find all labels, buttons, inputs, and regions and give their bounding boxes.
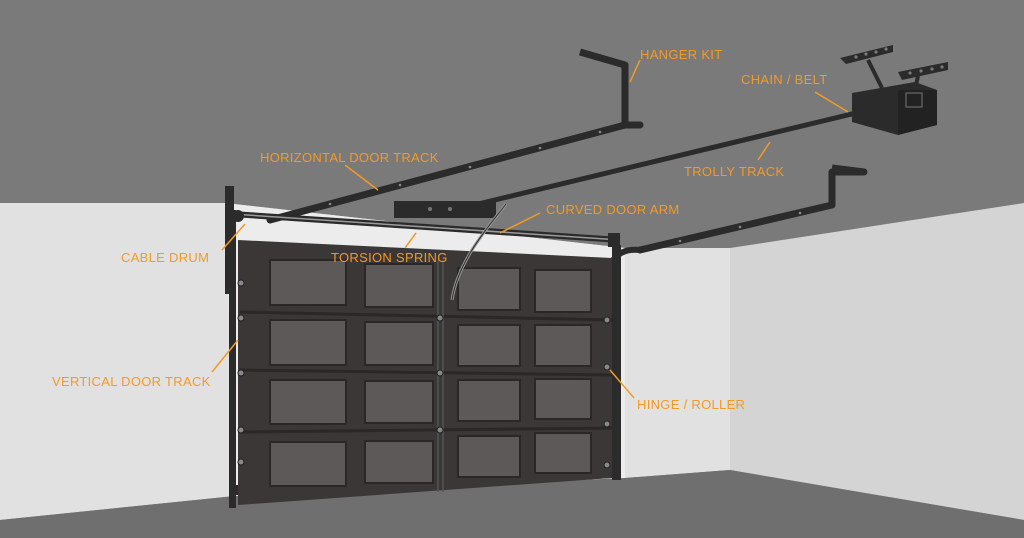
label-cable-drum: CABLE DRUM	[121, 250, 210, 265]
hanger-kit	[579, 48, 868, 205]
label-hanger-kit: HANGER KIT	[640, 47, 723, 62]
label-curved-door-arm: CURVED DOOR ARM	[546, 202, 680, 217]
opener-unit	[852, 82, 937, 135]
track-rivets	[328, 130, 802, 243]
hinge-rollers	[237, 279, 611, 469]
leader-lines	[211, 59, 849, 399]
trolly-track	[444, 109, 861, 215]
floor	[0, 470, 1024, 538]
mount-holes	[854, 47, 944, 75]
label-chain-belt: CHAIN / BELT	[741, 72, 828, 87]
label-vertical-door-track: VERTICAL DOOR TRACK	[52, 374, 211, 389]
label-torsion-spring: TORSION SPRING	[331, 250, 448, 265]
trolley-bar	[394, 201, 496, 218]
door-windows	[269, 259, 592, 487]
label-horizontal-door-track: HORIZONTAL DOOR TRACK	[260, 150, 439, 165]
label-trolly-track: TROLLY TRACK	[684, 164, 785, 179]
right-wall	[730, 203, 1024, 520]
label-hinge-roller: HINGE / ROLLER	[637, 397, 746, 412]
